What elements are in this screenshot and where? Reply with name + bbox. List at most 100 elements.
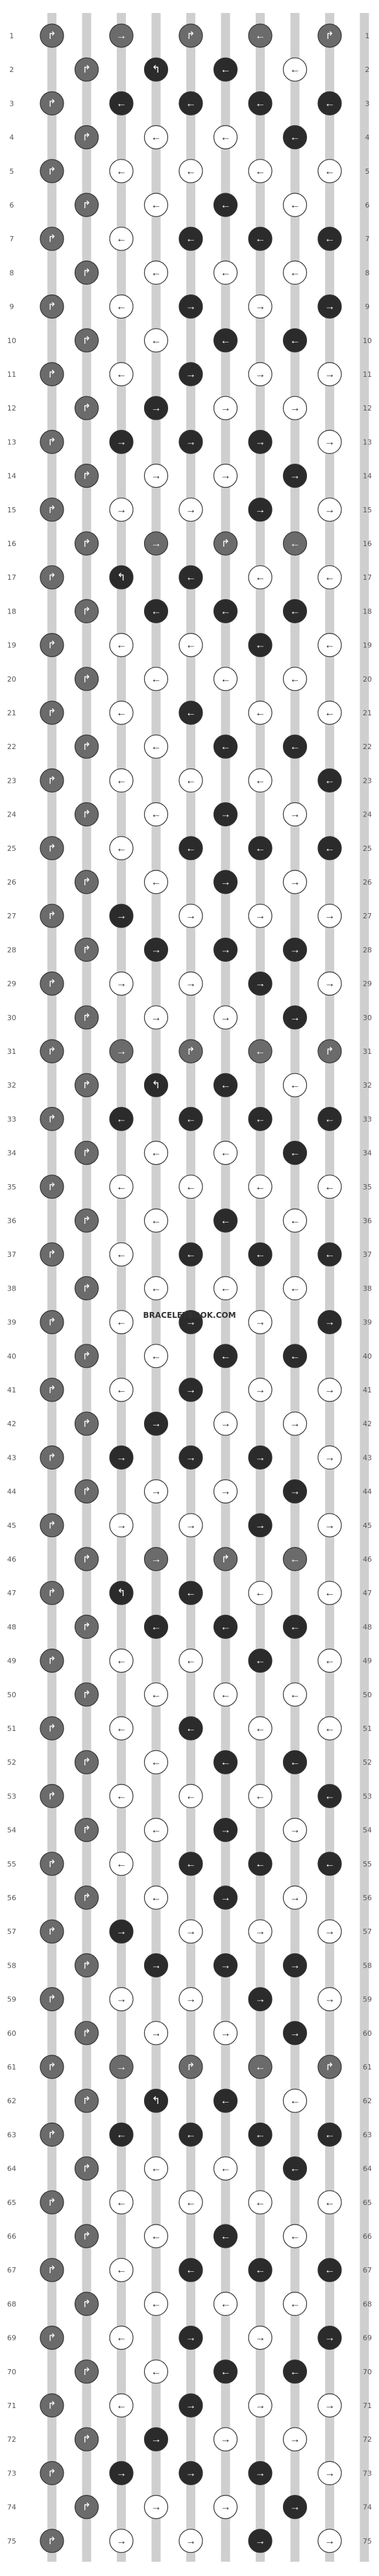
knot-arrow-icon: → xyxy=(221,2434,231,2445)
row-number-right: 71 xyxy=(363,2402,372,2410)
knot-circle xyxy=(282,2088,308,2113)
knot-circle xyxy=(317,294,342,319)
row-number-left: 35 xyxy=(7,1183,16,1191)
knot: ← xyxy=(143,1818,169,1843)
knot-arrow-icon: → xyxy=(186,436,196,447)
knot: ↱ xyxy=(40,768,64,793)
knot-circle xyxy=(282,1344,308,1368)
pattern-knots: ↱ → ↱ ← ↱ ↱ ↰ ← ← ↱ ← ← ← ← ↱ ← ← ← ↱ ← ← ← ← ↱ ← ← ← ↱ ← ← ← ← ↱ ← ← ← ↱ ← → →… xyxy=(40,23,342,2553)
knot: ← xyxy=(178,1783,203,1808)
knot-arrow-icon: ← xyxy=(116,1249,127,1260)
knot-circle xyxy=(317,971,342,996)
knot-circle xyxy=(178,1783,203,1808)
knot-circle xyxy=(109,1513,134,1538)
knot-arrow-icon: → xyxy=(151,1012,162,1023)
knot: ← xyxy=(178,1716,203,1741)
knot: → xyxy=(213,1885,238,1910)
knot-circle xyxy=(282,531,308,556)
knot-arrow-icon: ↱ xyxy=(47,505,56,516)
knot: ← xyxy=(317,768,342,793)
knot: ← xyxy=(282,667,308,691)
knot-arrow-icon: ← xyxy=(324,2129,335,2140)
knot-arrow-icon: ← xyxy=(116,302,127,313)
knot-arrow-icon: ↰ xyxy=(117,572,125,583)
row-number-right: 36 xyxy=(363,1217,372,1225)
knot-circle xyxy=(74,2291,99,2316)
knot-circle xyxy=(282,2156,308,2181)
row-number-left: 15 xyxy=(7,506,16,514)
knot: ← xyxy=(109,1716,134,1741)
knot-arrow-icon: ← xyxy=(290,132,300,143)
knot: ← xyxy=(282,2224,308,2248)
knot-arrow-icon: ← xyxy=(221,1689,231,1700)
knot: ↱ xyxy=(40,2393,64,2418)
knot: ← xyxy=(282,125,308,150)
knot-circle xyxy=(213,2427,238,2451)
knot: ← xyxy=(213,1682,238,1707)
knot-circle xyxy=(40,2055,64,2079)
knot-arrow-icon: ← xyxy=(151,132,162,143)
knot-arrow-icon: → xyxy=(151,538,162,549)
knot: ↱ xyxy=(40,497,64,522)
knot-circle xyxy=(213,1953,238,1977)
knot-circle xyxy=(282,193,308,217)
knot-circle xyxy=(317,632,342,658)
knot-circle xyxy=(40,1039,64,1064)
row-number-left: 48 xyxy=(7,1623,16,1631)
knot: → xyxy=(143,937,169,962)
knot: → xyxy=(282,1479,308,1504)
knot-circle xyxy=(213,1208,238,1233)
row-number-right: 11 xyxy=(363,370,372,379)
knot: → xyxy=(109,903,134,928)
knot-arrow-icon: ← xyxy=(324,843,335,854)
knot: → xyxy=(282,802,308,827)
knot: ← xyxy=(178,226,203,251)
knot: ↱ xyxy=(178,23,203,48)
knot: → xyxy=(248,1987,273,2012)
knot-arrow-icon: ↱ xyxy=(82,267,91,278)
knot-circle xyxy=(282,260,308,285)
knot: ← xyxy=(109,1377,134,1402)
knot: ← xyxy=(248,836,273,861)
knot-circle xyxy=(40,1106,64,1132)
knot-circle xyxy=(40,2258,64,2282)
knot: ↱ xyxy=(74,57,99,82)
knot-arrow-icon: → xyxy=(290,403,300,414)
knot-arrow-icon: → xyxy=(290,944,300,955)
knot: ← xyxy=(248,91,273,115)
knot-arrow-icon: ← xyxy=(151,1351,162,1362)
knot: ↱ xyxy=(40,1783,64,1808)
knot-circle xyxy=(248,1309,273,1335)
knot-arrow-icon: → xyxy=(116,436,127,447)
knot-arrow-icon: ← xyxy=(290,2164,300,2175)
knot-circle xyxy=(248,1242,273,1267)
knot: → xyxy=(213,802,238,827)
knot-circle xyxy=(282,1750,308,1774)
knot-circle xyxy=(109,1175,134,1199)
row-number-left: 29 xyxy=(7,980,16,988)
knot-circle xyxy=(40,2190,64,2215)
knot-arrow-icon: → xyxy=(221,1960,231,1971)
knot: → xyxy=(317,903,342,928)
row-number-right: 24 xyxy=(363,811,372,819)
knot-circle xyxy=(109,1716,134,1741)
knot-circle xyxy=(74,1614,99,1639)
knot-circle xyxy=(248,1987,273,2012)
knot: ↱ xyxy=(40,1445,64,1470)
knot-arrow-icon: → xyxy=(290,2434,300,2445)
knot-arrow-icon: ← xyxy=(255,708,265,719)
knot-arrow-icon: ↱ xyxy=(82,1554,91,1565)
row-number-right: 40 xyxy=(363,1352,372,1361)
knot: → xyxy=(317,1513,342,1538)
knot: ← xyxy=(178,2258,203,2282)
knot: ↱ xyxy=(74,1411,99,1436)
knot-arrow-icon: ← xyxy=(186,2129,196,2140)
knot: → xyxy=(213,396,238,420)
knot: ← xyxy=(248,1106,273,1132)
knot-circle xyxy=(248,836,273,861)
knot: ← xyxy=(109,700,134,725)
knot-circle xyxy=(40,1242,64,1267)
knot-arrow-icon: ← xyxy=(255,166,265,177)
knot-arrow-icon: ↱ xyxy=(186,1046,195,1057)
knot-circle xyxy=(248,2529,273,2553)
